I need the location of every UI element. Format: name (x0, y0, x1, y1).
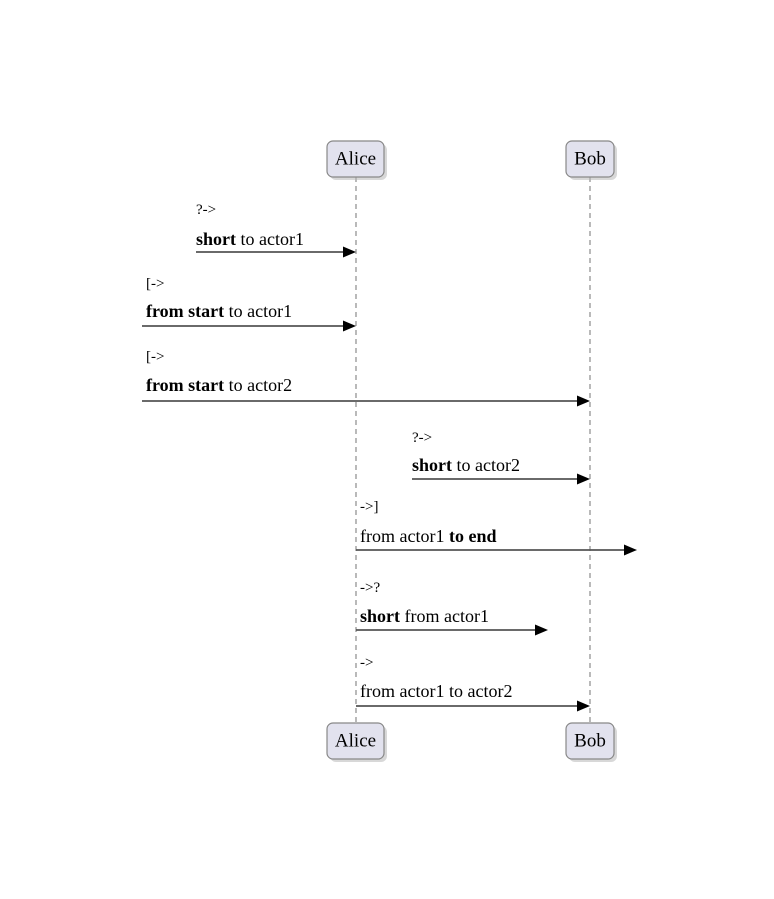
message-arrowhead (535, 624, 548, 636)
actor-box-rect (326, 722, 385, 760)
message-label: from actor1 to actor2 (360, 681, 512, 701)
actor-box-rect (565, 722, 615, 760)
message-label: from actor1 to end (360, 526, 496, 546)
actor-box-actor2-top[interactable]: Bob (565, 140, 617, 180)
actor-name-label: Bob (574, 730, 606, 751)
lifelines-group (355, 177, 591, 723)
message-tag: [-> (146, 349, 164, 365)
message-arrowhead (343, 320, 356, 332)
message-label: short to actor1 (196, 229, 304, 249)
message-arrowhead (577, 395, 590, 407)
message-tag: ->? (360, 580, 380, 596)
message-label: short to actor2 (412, 455, 520, 475)
message-arrowhead (624, 544, 637, 556)
message-arrowhead (577, 473, 590, 485)
actor-box-actor1-top[interactable]: Alice (326, 140, 387, 180)
actor-box-rect (326, 140, 385, 178)
message-2[interactable]: [-> from start to actor2 (142, 349, 590, 407)
actor-name-label: Alice (335, 148, 376, 169)
message-tag: -> (360, 655, 373, 671)
actor-name-label: Bob (574, 148, 606, 169)
message-6[interactable]: -> from actor1 to actor2 (356, 655, 590, 712)
message-4[interactable]: ->] from actor1 to end (356, 499, 637, 556)
actor-box-actor2-bottom[interactable]: Bob (565, 722, 617, 762)
message-3[interactable]: ?-> short to actor2 (412, 430, 590, 485)
message-label: short from actor1 (360, 606, 489, 626)
messages-group: ?-> short to actor1 [-> from start to actor… (142, 202, 637, 712)
message-label: from start to actor1 (146, 301, 292, 321)
message-tag: [-> (146, 276, 164, 292)
message-1[interactable]: [-> from start to actor1 (142, 276, 356, 332)
message-tag: ->] (360, 499, 378, 515)
actor-name-label: Alice (335, 730, 376, 751)
message-tag: ?-> (412, 430, 432, 446)
message-arrowhead (343, 246, 356, 258)
actor-box-rect (565, 140, 615, 178)
message-tag: ?-> (196, 202, 216, 218)
actor-box-actor1-bottom[interactable]: Alice (326, 722, 387, 762)
message-0[interactable]: ?-> short to actor1 (196, 202, 356, 258)
message-5[interactable]: ->? short from actor1 (356, 580, 548, 636)
message-arrowhead (577, 700, 590, 712)
message-label: from start to actor2 (146, 375, 292, 395)
